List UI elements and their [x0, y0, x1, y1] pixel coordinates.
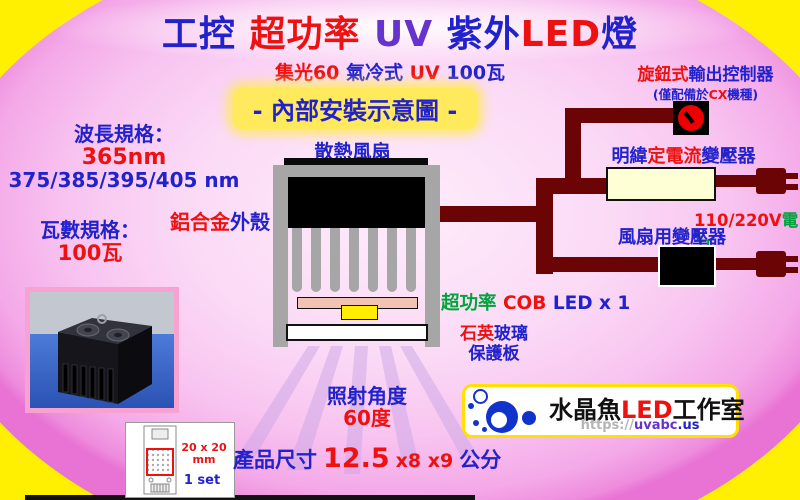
- size-label: 產品尺寸: [233, 448, 317, 472]
- wire-fanpsu-to-plug: [712, 258, 758, 270]
- heatsink-fin: [387, 228, 397, 292]
- knob-controller-label: 旋鈕式輸出控制器 (僅配備於CX機種): [618, 66, 793, 104]
- size-unit: 公分: [459, 448, 502, 472]
- knob-controller: [673, 101, 709, 135]
- psu-box: [606, 167, 716, 201]
- wattage-label: 瓦數規格：: [40, 218, 140, 242]
- cob-led-label: 超功率 COB LED x 1: [441, 293, 631, 314]
- logo-fish-tail: [522, 411, 536, 425]
- quartz-glass-plate: [286, 324, 428, 341]
- module-quantity: 1 set: [183, 473, 221, 488]
- beam-angle-text: 照射角度: [327, 384, 407, 408]
- title-glow-band: [60, 0, 740, 62]
- wire-trunk-vertical: [536, 178, 553, 274]
- plug-fanpsu: [756, 251, 786, 277]
- lift-ring: [97, 314, 107, 324]
- studio-url[interactable]: https://uvabc.us: [580, 418, 700, 433]
- heatsink-fin: [368, 228, 378, 292]
- product-size: 產品尺寸 12.5 x8 x9 公分: [233, 443, 501, 474]
- knob-label-note: (僅配備於CX機種): [652, 87, 759, 102]
- wavelength-label: 波長規格：: [74, 122, 174, 146]
- wattage-spec: 瓦數規格： 100瓦: [15, 219, 165, 265]
- page-title: 工控 超功率 UV 紫外LED燈: [161, 14, 639, 55]
- heatsink-fin: [349, 228, 359, 292]
- wire-knob-horizontal: [565, 108, 677, 123]
- size-value-rest: x8 x9: [395, 450, 454, 472]
- knob-label-line1: 旋鈕式輸出控制器: [637, 65, 774, 85]
- quartz-glass-label-line1: 石英玻璃: [460, 324, 528, 344]
- wattage-value: 100瓦: [57, 241, 123, 265]
- wire-psu-to-plug: [712, 175, 758, 187]
- quartz-glass-label: 石英玻璃 保護板: [446, 324, 542, 364]
- wire-lamp-output: [430, 206, 546, 222]
- heatsink-fin: [330, 228, 340, 292]
- logo-bubble-small1: [468, 403, 474, 409]
- wavelength-spec: 波長規格： 365nm 375/385/395/405 nm: [8, 123, 240, 192]
- wavelength-others: 375/385/395/405 nm: [8, 168, 240, 192]
- lamp-casing-right-wall: [425, 165, 440, 347]
- logo-fish-eye: [491, 412, 507, 428]
- plug-fanpsu-prong-bottom: [786, 267, 798, 273]
- heatsink-fin: [406, 228, 416, 292]
- cooling-fan-block: [288, 177, 425, 228]
- heatsink-fin: [292, 228, 302, 292]
- module-top-connector: [151, 428, 169, 440]
- logo-bubble-small3: [482, 427, 487, 432]
- plug-psu-prong-bottom: [786, 184, 798, 190]
- quartz-glass-label-line2: 保護板: [468, 344, 520, 364]
- logo-bubble-small2: [473, 420, 479, 426]
- wire-to-fan-psu: [536, 257, 662, 272]
- lamp-casing-top: [273, 165, 440, 179]
- lamp-casing-left-wall: [273, 165, 288, 347]
- fan-transformer-label: 風扇用變壓器: [618, 227, 726, 248]
- knob-pointer: [683, 111, 695, 124]
- front-vents: [62, 363, 114, 403]
- bottom-edge-strip: [25, 495, 475, 500]
- led-module-drawing: [143, 425, 177, 495]
- subtitle: 集光60 氣冷式 UV 100瓦: [274, 62, 506, 84]
- knob-dial[interactable]: [678, 105, 704, 131]
- lamp-top-plate: [284, 158, 428, 165]
- product-photo: [25, 287, 179, 413]
- fan-transformer-box: [658, 245, 716, 287]
- plug-psu: [756, 168, 786, 194]
- beam-angle-label: 照射角度 60度: [317, 385, 417, 429]
- diagram-banner: - 內部安裝示意圖 -: [233, 88, 477, 129]
- module-led-area: [146, 448, 174, 476]
- wire-knob-vertical: [565, 108, 581, 190]
- plug-psu-prong-top: [786, 173, 798, 179]
- wavelength-main: 365nm: [81, 145, 167, 170]
- studio-name: 水晶魚LED工作室: [549, 396, 745, 424]
- cooling-fan-label: 散熱風扇: [314, 141, 391, 163]
- studio-logo-box: 水晶魚LED工作室 https://uvabc.us: [462, 384, 745, 438]
- cob-led-chip: [341, 305, 378, 320]
- cube-right-face: [118, 326, 152, 404]
- logo-bubble-outline: [473, 389, 488, 404]
- plug-fanpsu-prong-top: [786, 256, 798, 262]
- size-value-main: 12.5: [323, 443, 390, 474]
- case-label: 鋁合金外殼: [170, 210, 270, 234]
- heatsink-fin: [311, 228, 321, 292]
- product-photo-image: [30, 292, 174, 408]
- psu-label: 明緯定電流變壓器: [611, 146, 756, 167]
- beam-angle-value: 60度: [343, 406, 391, 430]
